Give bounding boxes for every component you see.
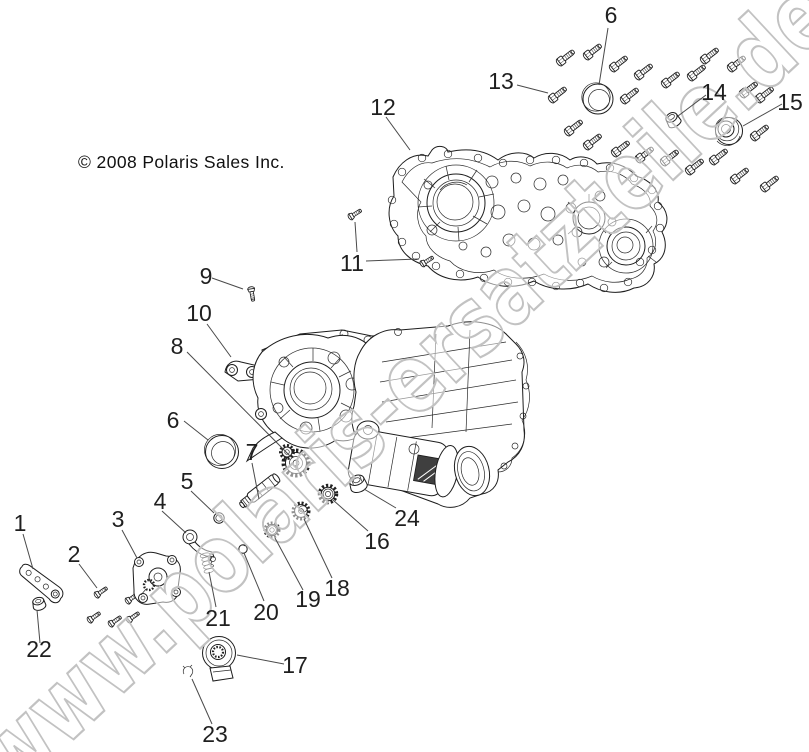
oil-seal-6-lower xyxy=(204,434,239,469)
callout-4: 4 xyxy=(154,488,167,514)
leader-lines xyxy=(22,27,783,725)
cover-bracket-3 xyxy=(132,551,181,605)
callout-6-top: 6 xyxy=(605,2,618,28)
callout-9: 9 xyxy=(200,263,213,289)
callout-18: 18 xyxy=(324,575,350,601)
callout-15: 15 xyxy=(777,89,803,115)
copyright-text: © 2008 Polaris Sales Inc. xyxy=(78,152,285,172)
callout-11: 11 xyxy=(340,250,364,276)
callout-14: 14 xyxy=(701,79,727,105)
ball-20 xyxy=(238,544,248,554)
callout-5: 5 xyxy=(181,468,194,494)
callout-23: 23 xyxy=(202,721,228,747)
gear-16 xyxy=(317,483,339,505)
gear-18 xyxy=(291,501,311,521)
clip-23 xyxy=(182,664,194,678)
callout-10: 10 xyxy=(186,300,212,326)
plug-14 xyxy=(665,112,682,129)
callout-13: 13 xyxy=(488,68,514,94)
callout-22: 22 xyxy=(26,636,52,662)
screw-9 xyxy=(246,285,258,303)
callout-7: 7 xyxy=(246,439,259,465)
callouts: 6 13 12 14 15 11 9 10 8 6 7 5 4 3 2 1 22… xyxy=(14,2,803,747)
nut-24 xyxy=(348,474,368,493)
bearing-15 xyxy=(714,116,743,146)
shaft-7 xyxy=(239,473,281,509)
callout-3: 3 xyxy=(112,506,125,532)
bolt-13 xyxy=(546,84,569,105)
gear-8 xyxy=(279,444,311,478)
callout-12: 12 xyxy=(370,94,396,120)
gearcase-cover-12 xyxy=(387,145,668,293)
callout-6-lower: 6 xyxy=(167,407,180,433)
ring-5 xyxy=(213,512,225,524)
nut-22 xyxy=(32,596,47,611)
gear-selector-motor-17 xyxy=(202,636,236,682)
callout-21: 21 xyxy=(205,605,231,631)
callout-24: 24 xyxy=(394,505,420,531)
callout-20: 20 xyxy=(253,599,279,625)
callout-17: 17 xyxy=(282,652,308,678)
callout-19: 19 xyxy=(295,586,321,612)
spring-21 xyxy=(199,552,215,574)
shift-lever-1 xyxy=(19,563,64,604)
callout-16: 16 xyxy=(364,528,390,554)
callout-8: 8 xyxy=(171,333,184,359)
oil-seal-6-upper xyxy=(581,82,614,115)
callout-2: 2 xyxy=(68,541,81,567)
callout-1: 1 xyxy=(14,510,27,536)
main-gearcase xyxy=(224,321,530,508)
gear-19 xyxy=(263,521,281,539)
